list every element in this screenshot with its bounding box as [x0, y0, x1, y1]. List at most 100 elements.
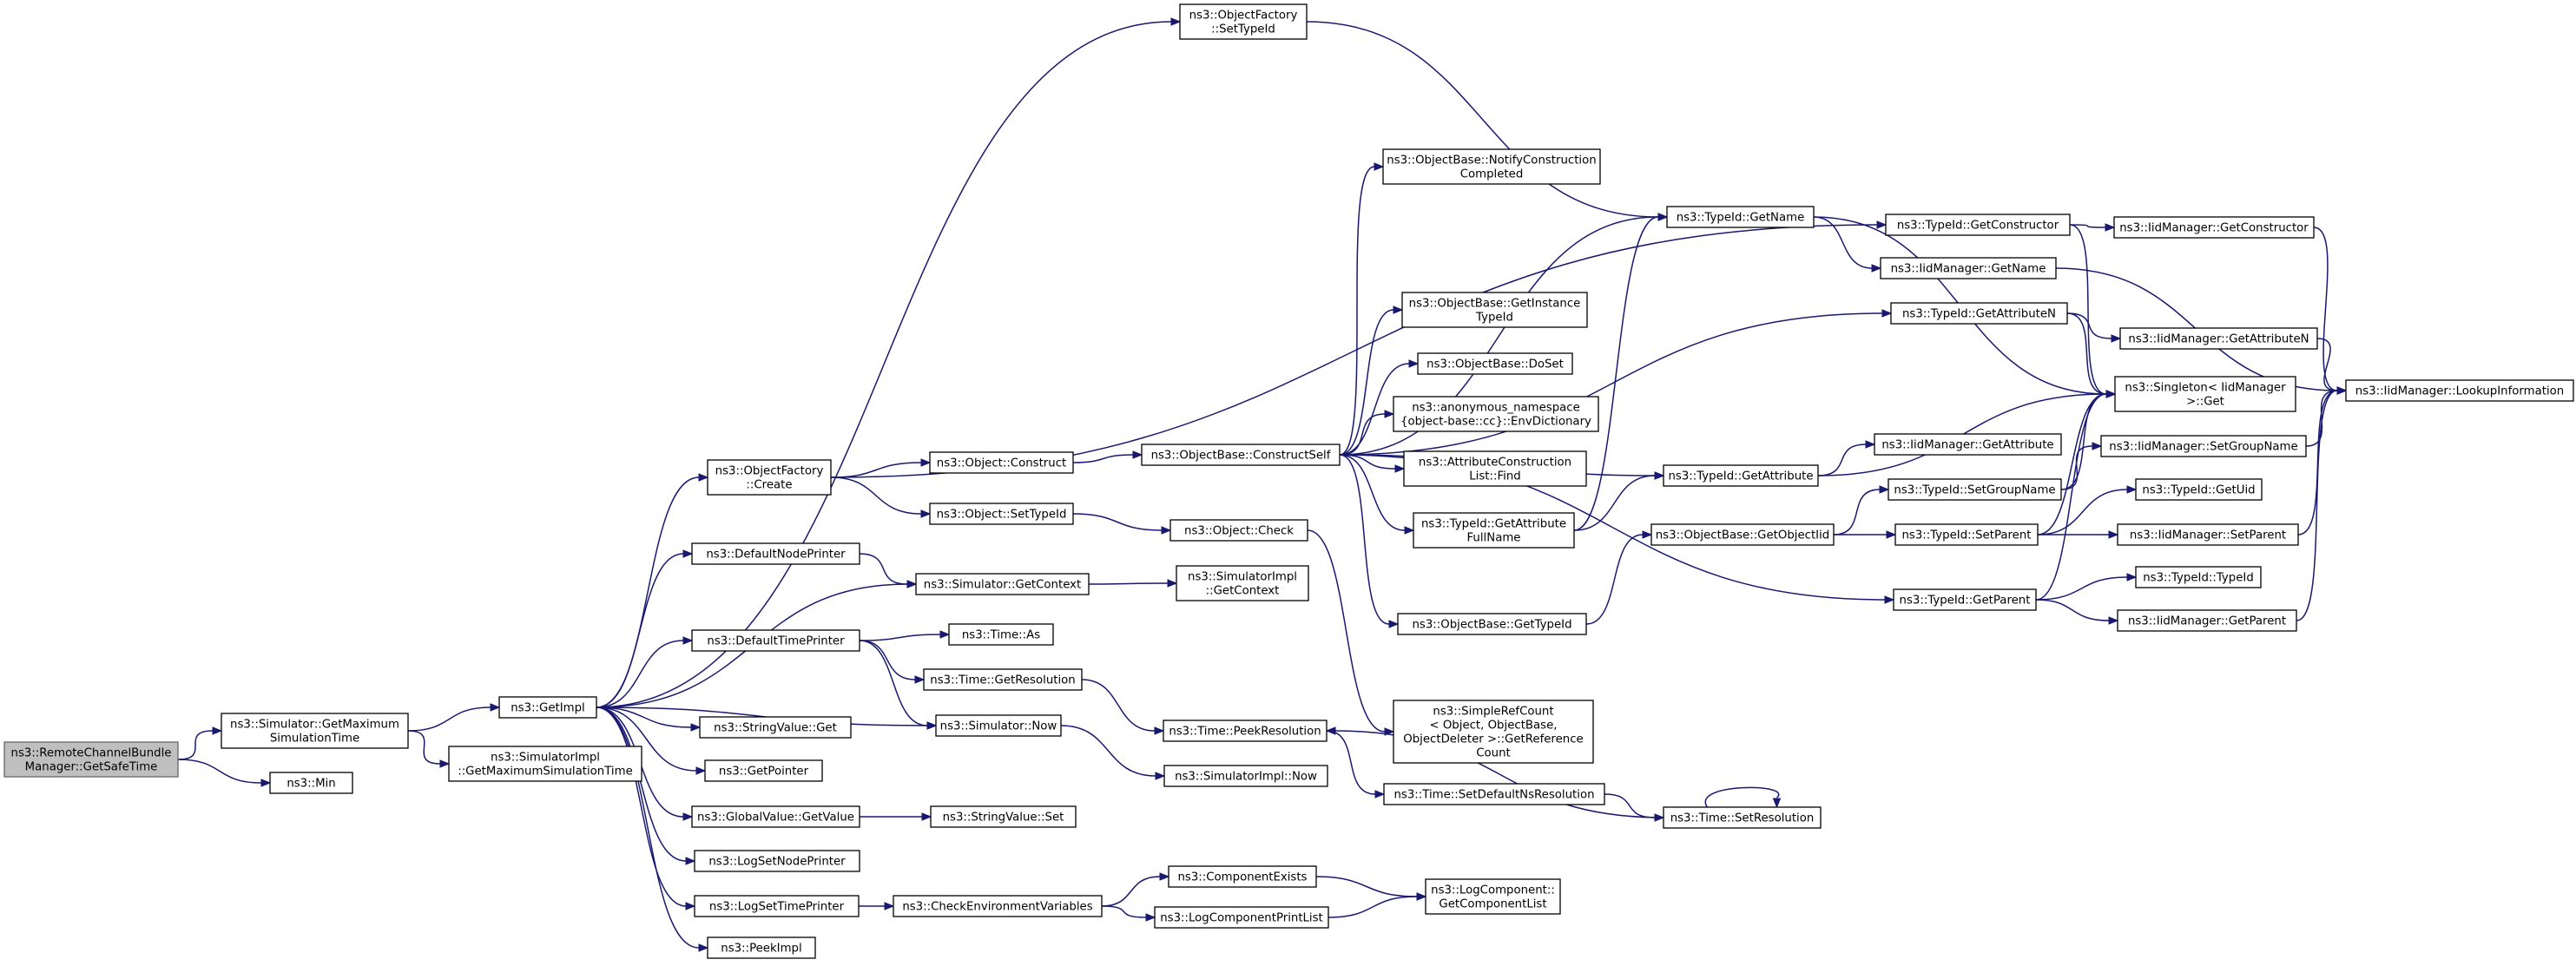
- graph-node-root[interactable]: ns3::RemoteChannelBundleManager::GetSafe…: [3, 741, 179, 778]
- node-label-tidGetCtor: ns3::TypeId::GetConstructor: [1897, 220, 2059, 233]
- graph-node-tidGetParent[interactable]: ns3::TypeId::GetParent: [1893, 588, 2037, 611]
- graph-node-defTimePrinter[interactable]: ns3::DefaultTimePrinter: [691, 629, 860, 652]
- graph-node-ofSetTypeId[interactable]: ns3::ObjectFactory::SetTypeId: [1179, 3, 1308, 40]
- graph-node-tidSetParent[interactable]: ns3::TypeId::SetParent: [1894, 523, 2039, 546]
- edge-arrowhead: [682, 636, 694, 645]
- graph-node-iidGetName[interactable]: ns3::IidManager::GetName: [1880, 257, 2057, 279]
- edge-line: [2060, 393, 2107, 490]
- edge-line: [1060, 725, 1156, 777]
- node-label-iidGetAttr: ns3::IidManager::GetAttribute: [1881, 439, 2053, 452]
- edge-arrowhead: [1879, 485, 1890, 494]
- edge-objSetTypeId-to-objCheck: [1072, 513, 1172, 535]
- edge-arrowhead: [490, 703, 501, 712]
- node-box-defNodePrinter: [691, 542, 860, 565]
- node-box-timeAs: [948, 623, 1054, 646]
- node-box-obNotify: [1382, 148, 1601, 185]
- node-label-simpleRefCount: ObjectDeleter >::GetReference: [1403, 733, 1583, 746]
- graph-node-tidGetCtor[interactable]: ns3::TypeId::GetConstructor: [1885, 214, 2071, 236]
- edge-arrowhead: [1884, 595, 1895, 604]
- edge-timeGetRes-to-timePeekRes: [1081, 679, 1165, 735]
- edge-line: [1339, 216, 1659, 456]
- graph-node-objSetTypeId[interactable]: ns3::Object::SetTypeId: [929, 503, 1074, 525]
- edge-line: [596, 21, 1172, 708]
- graph-node-tidSetGroup[interactable]: ns3::TypeId::SetGroupName: [1888, 478, 2062, 501]
- node-box-simGetContext: [915, 573, 1090, 595]
- graph-node-simGetMax[interactable]: ns3::Simulator::GetMaximumSimulationTime: [221, 713, 409, 749]
- graph-node-simImplGetCtx[interactable]: ns3::SimulatorImpl::GetContext: [1176, 565, 1309, 601]
- edge-simGetMax-to-getImpl: [407, 703, 501, 732]
- graph-node-timeGetRes[interactable]: ns3::Time::GetResolution: [923, 668, 1083, 691]
- graph-node-strValGet[interactable]: ns3::StringValue::Get: [699, 716, 852, 739]
- graph-node-logSetNode[interactable]: ns3::LogSetNodePrinter: [694, 850, 860, 872]
- node-label-defTimePrinter: ns3::DefaultTimePrinter: [707, 635, 845, 648]
- graph-node-iidSetGroup[interactable]: ns3::IidManager::SetGroupName: [2100, 435, 2307, 457]
- graph-node-logSetTime[interactable]: ns3::LogSetTimePrinter: [694, 895, 860, 917]
- edge-line: [859, 640, 928, 726]
- edge-arrowhead: [2126, 485, 2138, 494]
- node-label-root: Manager::GetSafeTime: [25, 761, 158, 774]
- graph-node-iidGetCtor[interactable]: ns3::IidManager::GetConstructor: [2113, 216, 2315, 239]
- graph-node-tidGetName[interactable]: ns3::TypeId::GetName: [1666, 206, 1815, 228]
- graph-node-objCheck[interactable]: ns3::Object::Check: [1169, 519, 1308, 542]
- edge-arrowhead: [921, 812, 932, 821]
- graph-node-tidTypeId[interactable]: ns3::TypeId::TypeId: [2135, 566, 2262, 588]
- graph-node-getPointer[interactable]: ns3::GetPointer: [704, 759, 823, 782]
- graph-node-checkEnv[interactable]: ns3::CheckEnvironmentVariables: [893, 895, 1103, 917]
- graph-node-timeAs[interactable]: ns3::Time::As: [948, 623, 1054, 646]
- graph-node-simpleRefCount[interactable]: ns3::SimpleRefCount< Object, ObjectBase,…: [1393, 700, 1594, 764]
- node-label-strValGet: ns3::StringValue::Get: [714, 722, 837, 735]
- graph-node-strValSet[interactable]: ns3::StringValue::Set: [930, 805, 1077, 828]
- edge-line: [1817, 444, 1867, 476]
- graph-node-peekImpl[interactable]: ns3::PeekImpl: [707, 936, 816, 959]
- graph-node-logCompPrint[interactable]: ns3::LogComponentPrintList: [1154, 906, 1329, 929]
- edge-tidGetAttr-to-iidGetAttr: [1817, 440, 1876, 476]
- graph-node-singletonGet[interactable]: ns3::Singleton< IidManager>::Get: [2114, 376, 2296, 412]
- graph-node-obGetTypeId[interactable]: ns3::ObjectBase::GetTypeId: [1397, 613, 1587, 635]
- graph-node-simNow[interactable]: ns3::Simulator::Now: [935, 714, 1062, 737]
- graph-node-globalValGet[interactable]: ns3::GlobalValue::GetValue: [691, 805, 860, 828]
- graph-node-ofCreate[interactable]: ns3::ObjectFactory::Create: [707, 459, 832, 496]
- graph-node-obNotify[interactable]: ns3::ObjectBase::NotifyConstructionCompl…: [1382, 148, 1601, 185]
- edge-tidGetAttrN-to-singletonGet: [2066, 312, 2117, 398]
- graph-node-getImpl[interactable]: ns3::GetImpl: [498, 696, 597, 719]
- edge-arrowhead: [1374, 790, 1386, 798]
- graph-node-timeSetDefNs[interactable]: ns3::Time::SetDefaultNsResolution: [1383, 783, 1605, 805]
- graph-node-iidGetAttr[interactable]: ns3::IidManager::GetAttribute: [1874, 433, 2062, 456]
- graph-node-iidSetParent[interactable]: ns3::IidManager::SetParent: [2117, 523, 2299, 546]
- graph-node-objConstruct[interactable]: ns3::Object::Construct: [929, 451, 1074, 474]
- graph-node-timePeekRes[interactable]: ns3::Time::PeekResolution: [1163, 720, 1328, 742]
- graph-node-obConstructSelf[interactable]: ns3::ObjectBase::ConstructSelf: [1141, 444, 1341, 466]
- graph-node-tidGetAttrN[interactable]: ns3::TypeId::GetAttributeN: [1890, 302, 2068, 325]
- graph-node-obDoSet[interactable]: ns3::ObjectBase::DoSet: [1417, 352, 1573, 375]
- edge-tidGetAttr-to-singletonGet: [1817, 390, 2117, 476]
- graph-node-tidGetUid[interactable]: ns3::TypeId::GetUid: [2135, 478, 2263, 501]
- node-label-iidSetGroup: ns3::IidManager::SetGroupName: [2109, 441, 2297, 454]
- graph-node-logCompGetList[interactable]: ns3::LogComponent::GetComponentList: [1425, 878, 1561, 915]
- graph-node-iidGetParent[interactable]: ns3::IidManager::GetParent: [2117, 609, 2297, 632]
- graph-node-simImplGetMax[interactable]: ns3::SimulatorImpl::GetMaximumSimulation…: [448, 746, 642, 782]
- graph-node-min[interactable]: ns3::Min: [269, 772, 353, 794]
- graph-node-defNodePrinter[interactable]: ns3::DefaultNodePrinter: [691, 542, 860, 565]
- graph-node-iidLookup[interactable]: ns3::IidManager::LookupInformation: [2345, 379, 2574, 402]
- graph-node-simGetContext[interactable]: ns3::Simulator::GetContext: [915, 573, 1090, 595]
- node-label-objCheck: ns3::Object::Check: [1184, 525, 1294, 538]
- graph-node-iidGetAttrN[interactable]: ns3::IidManager::GetAttributeN: [2119, 327, 2318, 350]
- node-label-tidGetAttrFull: ns3::TypeId::GetAttribute: [1421, 518, 1566, 531]
- node-label-obGetTypeId: ns3::ObjectBase::GetTypeId: [1412, 619, 1571, 632]
- edge-obConstructSelf-to-obNotify: [1339, 162, 1385, 456]
- graph-node-simImplNow[interactable]: ns3::SimulatorImpl::Now: [1163, 765, 1328, 787]
- graph-node-compExists[interactable]: ns3::ComponentExists: [1168, 865, 1317, 888]
- edge-line: [1704, 786, 1780, 808]
- edge-line: [1306, 21, 1659, 218]
- node-box-iidGetName: [1880, 257, 2057, 279]
- node-box-obGetTypeId: [1397, 613, 1587, 635]
- graph-node-tidGetAttr[interactable]: ns3::TypeId::GetAttribute: [1663, 464, 1819, 487]
- graph-node-anonEnvDict[interactable]: ns3::anonymous_namespace{object-base::cc…: [1393, 396, 1599, 432]
- node-box-min: [269, 772, 353, 794]
- node-box-tidGetAttrFull: [1413, 512, 1575, 549]
- graph-node-obGetObjectIid[interactable]: ns3::ObjectBase::GetObjectIid: [1650, 523, 1835, 546]
- graph-node-timeSetRes[interactable]: ns3::Time::SetResolution: [1663, 806, 1822, 829]
